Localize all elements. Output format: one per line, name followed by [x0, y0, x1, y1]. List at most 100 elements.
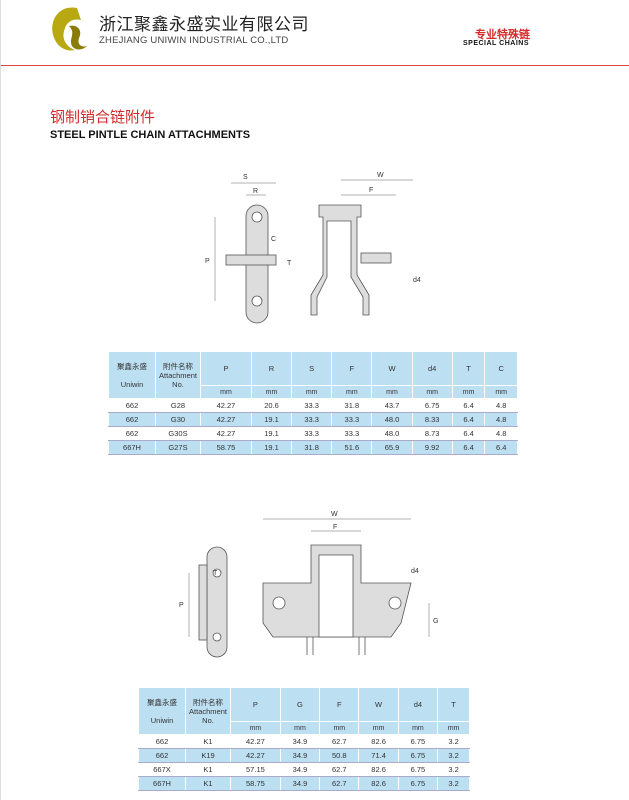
table-cell: 6.4 [451, 426, 486, 441]
company-logo [52, 7, 87, 51]
unit: mm [451, 385, 486, 399]
dim-label-w: W [377, 172, 384, 179]
brand-cn: 聚鑫永盛 [117, 361, 147, 371]
table-cell: K1 [185, 776, 231, 791]
table-cell: G30S [155, 426, 201, 441]
table-cell: 4.8 [484, 426, 518, 441]
table-cell: 6.75 [397, 734, 439, 749]
table-cell: 34.9 [279, 734, 321, 749]
attach-cn: 附件名称 [193, 697, 223, 707]
dim-label-g: G [433, 618, 438, 625]
table-cell: 6.4 [484, 440, 518, 455]
attach-no: No. [202, 715, 214, 725]
company-name-en: ZHEJIANG UNIWIN INDUSTRIAL CO.,LTD [99, 35, 289, 46]
table-cell: G27S [155, 440, 201, 455]
col-header: F [331, 351, 373, 386]
table-cell: 662 [138, 748, 186, 763]
table-cell: 31.8 [331, 398, 373, 413]
unit: mm [437, 721, 470, 735]
attach-cn: 附件名称 [163, 361, 193, 371]
table-cell: 6.4 [451, 412, 486, 427]
table-cell: 50.8 [319, 748, 360, 763]
table-cell: 42.27 [200, 398, 252, 413]
table-cell: 667X [138, 762, 186, 777]
table-cell: 662 [138, 734, 186, 749]
table-cell: K1 [185, 762, 231, 777]
brand-cn: 聚鑫永盛 [147, 697, 177, 707]
table-cell: 42.27 [230, 748, 281, 763]
unit: mm [358, 721, 399, 735]
table-cell: 58.75 [200, 440, 252, 455]
table-cell: 4.8 [484, 412, 518, 427]
table-cell: 71.4 [358, 748, 399, 763]
dim-label-f: F [333, 524, 337, 531]
table-cell: 57.15 [230, 762, 281, 777]
drawing-g-attachment: S R C P T W F d4 [205, 172, 421, 324]
brand-en: Uniwin [120, 379, 144, 389]
table-cell: K19 [185, 748, 231, 763]
attach-no: No. [172, 379, 184, 389]
unit: mm [279, 721, 321, 735]
table-cell: 6.4 [451, 398, 486, 413]
dim-label-t: T [213, 570, 218, 577]
table-cell: 33.3 [331, 426, 373, 441]
table-cell: 3.2 [437, 734, 470, 749]
dim-label-s: S [243, 174, 248, 181]
table-cell: 48.0 [371, 426, 413, 441]
unit: mm [230, 721, 281, 735]
dim-label-r: R [253, 188, 258, 195]
unit: mm [484, 385, 518, 399]
table-cell: 82.6 [358, 776, 399, 791]
table-cell: 6.75 [397, 762, 439, 777]
table-cell: 20.6 [250, 398, 293, 413]
col-header: R [250, 351, 293, 386]
col-header: T [437, 687, 470, 722]
attach-en: Attachment [189, 706, 227, 716]
table-cell: 82.6 [358, 762, 399, 777]
page-title-cn: 钢制销合链附件 [50, 109, 156, 126]
col-header: P [230, 687, 281, 722]
table-cell: 3.2 [437, 776, 470, 791]
table-cell: 33.3 [291, 398, 333, 413]
table-cell: 43.7 [371, 398, 413, 413]
col-header: F [319, 687, 360, 722]
dim-label-w: W [331, 511, 338, 518]
table-cell: 3.2 [437, 748, 470, 763]
table-cell: 33.3 [291, 426, 333, 441]
col-header: P [200, 351, 252, 386]
table-cell: 62.7 [319, 734, 360, 749]
table-cell: 58.75 [230, 776, 281, 791]
dim-label-f: F [369, 187, 373, 194]
attach-en: Attachment [159, 370, 197, 380]
table-cell: 42.27 [200, 412, 252, 427]
table-cell: 662 [108, 412, 156, 427]
table-cell: 8.73 [411, 426, 453, 441]
table-cell: 8.33 [411, 412, 453, 427]
table-cell: 19.1 [250, 440, 293, 455]
table-cell: 6.75 [397, 748, 439, 763]
col-header: C [484, 351, 518, 386]
table-cell: 62.7 [319, 776, 360, 791]
table-cell: 48.0 [371, 412, 413, 427]
dim-label-c: C [271, 236, 276, 243]
drawing-k-attachment: T P W F d4 G [179, 511, 438, 658]
table-cell: 34.9 [279, 748, 321, 763]
table-cell: 33.3 [331, 412, 373, 427]
dim-label-p: P [205, 258, 210, 265]
unit: mm [291, 385, 333, 399]
table-cell: 34.9 [279, 762, 321, 777]
table-cell: 19.1 [250, 426, 293, 441]
unit: mm [411, 385, 453, 399]
table-cell: 662 [108, 398, 156, 413]
col-header: T [451, 351, 486, 386]
table-cell: 33.3 [291, 412, 333, 427]
col-header: G [279, 687, 321, 722]
unit: mm [200, 385, 252, 399]
